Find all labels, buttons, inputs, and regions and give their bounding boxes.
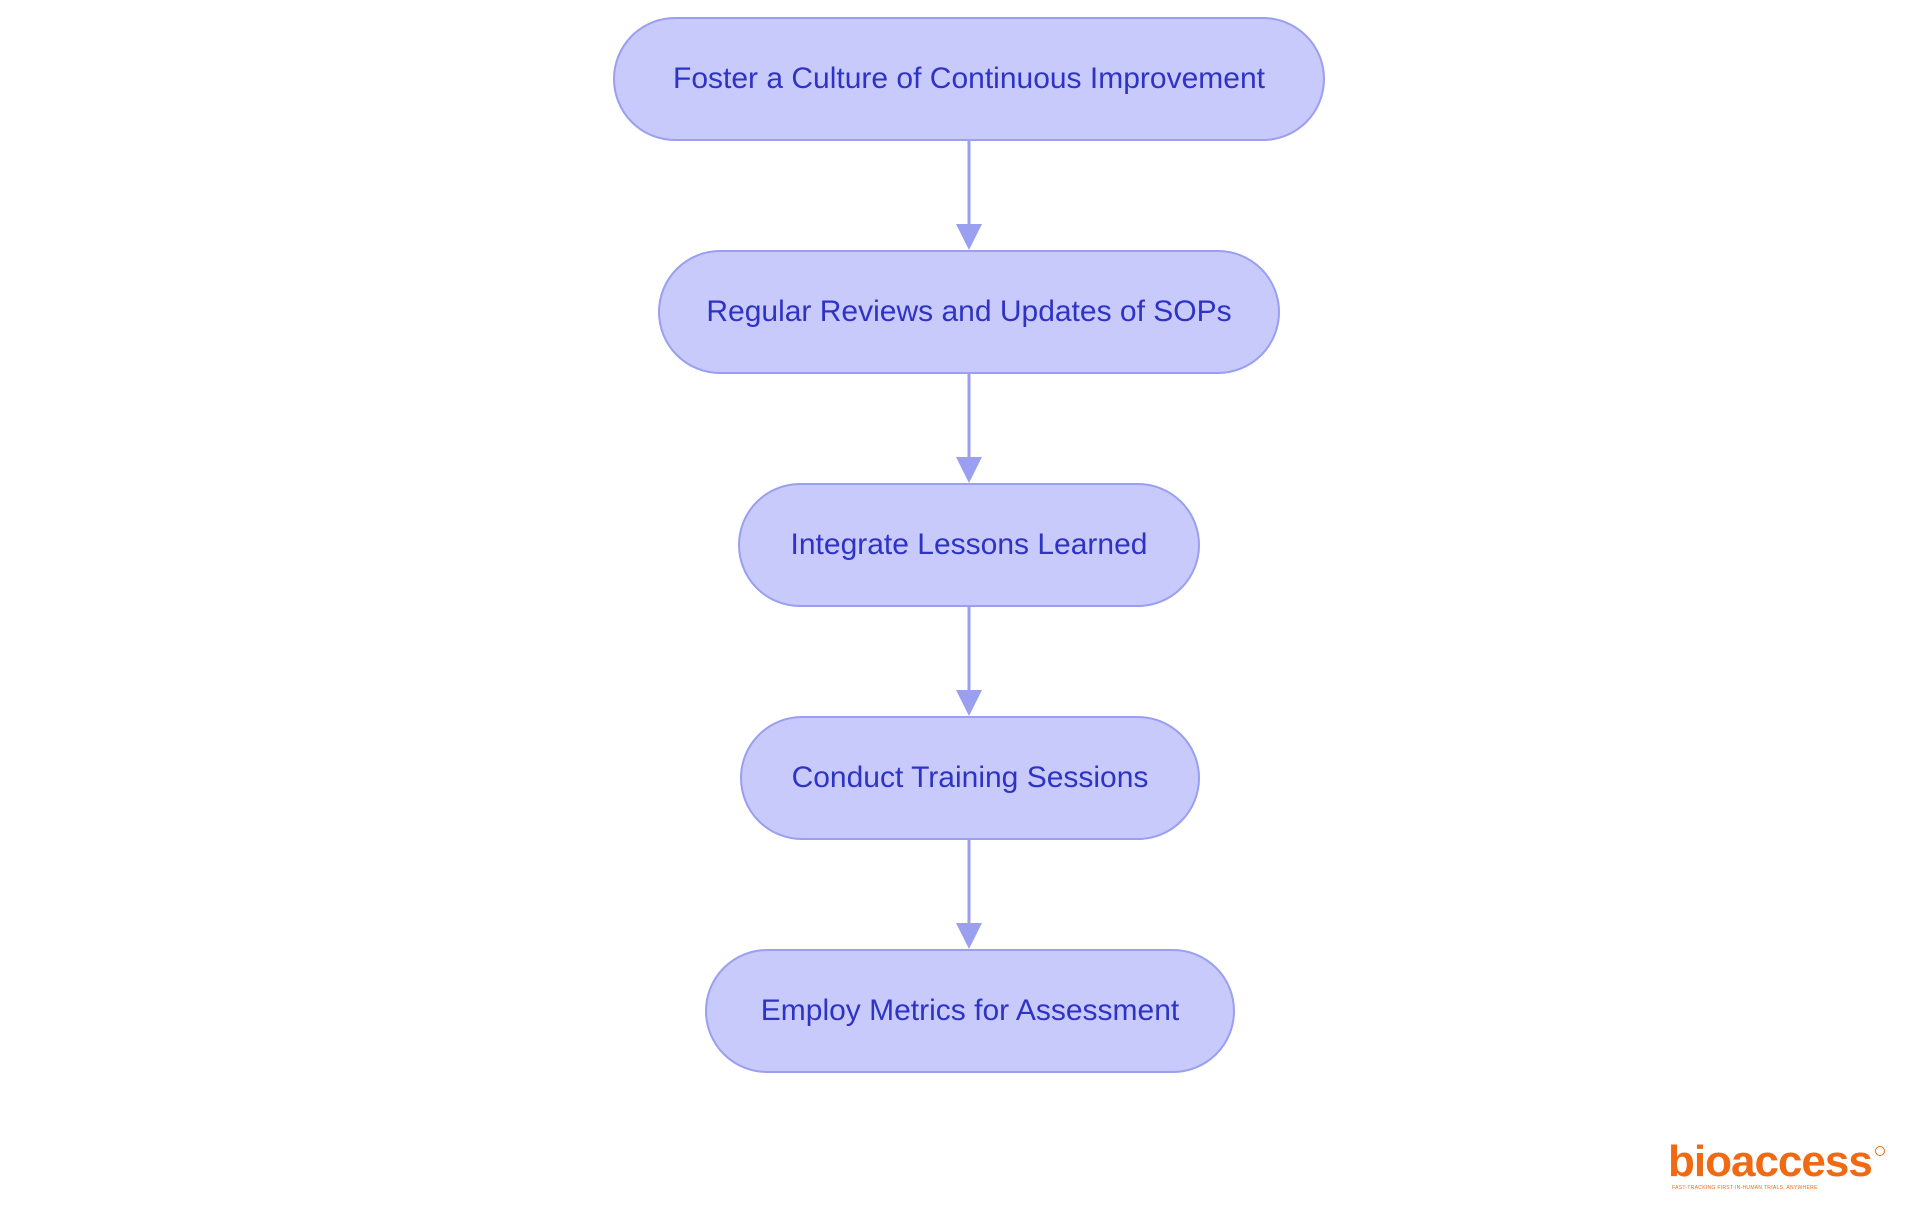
logo-tagline: FAST-TRACKING FIRST-IN-HUMAN TRIALS, ANY…: [1672, 1185, 1818, 1191]
edge-3-to-4: [956, 607, 982, 716]
logo-wordmark: bioaccess: [1668, 1137, 1873, 1186]
registered-mark-icon: [1875, 1146, 1885, 1156]
flow-node-conduct-training: Conduct Training Sessions: [740, 716, 1200, 840]
arrowhead-icon: [956, 690, 982, 716]
arrowhead-icon: [956, 224, 982, 250]
edge-4-to-5: [956, 840, 982, 949]
arrowhead-icon: [956, 457, 982, 483]
flow-node-integrate-lessons: Integrate Lessons Learned: [738, 483, 1200, 607]
flow-node-label: Foster a Culture of Continuous Improveme…: [673, 62, 1265, 95]
flow-node-label: Regular Reviews and Updates of SOPs: [706, 295, 1232, 328]
flow-node-label: Integrate Lessons Learned: [790, 528, 1148, 561]
flow-node-foster-culture: Foster a Culture of Continuous Improveme…: [613, 17, 1325, 141]
arrowhead-icon: [956, 923, 982, 949]
flow-node-regular-reviews: Regular Reviews and Updates of SOPs: [658, 250, 1280, 374]
flow-node-label: Conduct Training Sessions: [791, 761, 1149, 794]
flow-node-label: Employ Metrics for Assessment: [760, 994, 1180, 1027]
bioaccess-logo: bioaccess FAST-TRACKING FIRST-IN-HUMAN T…: [1668, 1138, 1888, 1194]
edge-1-to-2: [956, 141, 982, 250]
edge-2-to-3: [956, 374, 982, 483]
flow-node-employ-metrics: Employ Metrics for Assessment: [705, 949, 1235, 1073]
